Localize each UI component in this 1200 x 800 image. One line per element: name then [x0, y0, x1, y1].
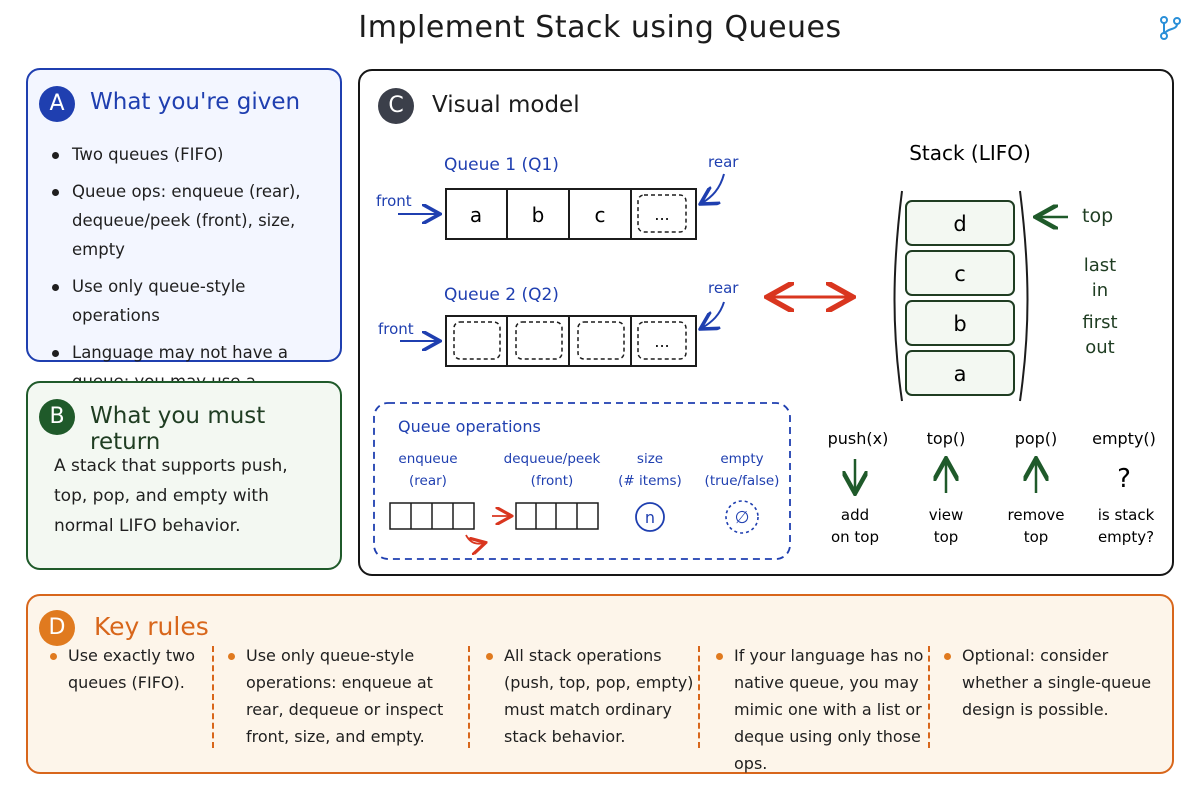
fork-icon[interactable] [1156, 14, 1184, 42]
lifo-word: last [1084, 255, 1116, 276]
op-empty-sub: (true/false) [705, 473, 780, 489]
badge-a: A [39, 86, 75, 122]
size-symbol-circle [635, 502, 665, 532]
stack-op-name: empty() [1092, 429, 1156, 448]
op-dequeue-sub: (front) [531, 473, 574, 489]
stack-box [905, 200, 1015, 396]
op-enqueue-sub: (rear) [409, 473, 447, 489]
rule-divider [928, 646, 930, 748]
return-text: A stack that supports push, top, pop, an… [54, 456, 288, 536]
rule-item: If your language has no native queue, yo… [714, 642, 926, 777]
queue2-box [445, 315, 697, 367]
heading-visual-model: Visual model [432, 92, 580, 118]
stack-op-desc: top [934, 528, 959, 546]
op-size-label: size [637, 451, 663, 467]
empty-symbol-circle [725, 500, 759, 534]
heading-key-rules: Key rules [94, 612, 209, 641]
queue-ops-title: Queue operations [398, 417, 541, 436]
stack-cell: a [954, 362, 967, 386]
stack-op-desc: top [1024, 528, 1049, 546]
stack-op-name: pop() [1015, 429, 1058, 448]
rule-item: Use only queue-style operations: enqueue… [226, 642, 462, 750]
rule-item: Use exactly two queues (FIFO). [48, 642, 198, 696]
queue2-rear-label: rear [708, 279, 739, 297]
queue1-label: Queue 1 (Q1) [444, 155, 559, 175]
stack-op-name: top() [927, 429, 966, 448]
badge-c: C [378, 88, 414, 124]
stack-cell: b [953, 312, 966, 336]
queue1-front-label: front [376, 192, 412, 210]
lifo-word: out [1085, 337, 1114, 358]
stack-top-label: top [1082, 205, 1113, 227]
given-item: Use only queue-style operations [48, 272, 328, 330]
enqueue-mini-queue [389, 502, 475, 530]
op-size-sub: (# items) [618, 473, 682, 489]
stack-op-desc: empty? [1098, 528, 1154, 546]
stack-op-desc: remove [1008, 506, 1065, 524]
heading-given: What you're given [90, 89, 301, 115]
lifo-word: in [1092, 280, 1108, 301]
panel-visual-model: C Visual model Queue 1 (Q1) front rear [358, 69, 1174, 576]
rule-divider [468, 646, 470, 748]
op-enqueue-label: enqueue [398, 451, 457, 467]
empty-symbol: ∅ [735, 508, 750, 528]
queue1-cell: a [470, 203, 482, 227]
panel-return: B What you must return A stack that supp… [26, 381, 342, 570]
dequeue-mini-queue [515, 502, 599, 530]
page-title: Implement Stack using Queues [358, 10, 842, 45]
given-item: Two queues (FIFO) [48, 140, 328, 169]
badge-b: B [39, 399, 75, 435]
stack-op-desc: add [841, 506, 869, 524]
given-item: Queue ops: enqueue (rear), dequeue/peek … [48, 177, 328, 264]
panel-given: A What you're given Two queues (FIFO) Qu… [26, 68, 342, 420]
rule-item: All stack operations (push, top, pop, em… [484, 642, 694, 750]
size-symbol: n [645, 508, 655, 527]
stack-op-desc: view [929, 506, 964, 524]
stack-label: Stack (LIFO) [909, 141, 1031, 165]
rule-divider [212, 646, 214, 748]
stack-op-name: push(x) [828, 429, 889, 448]
queue2-cell: ... [654, 332, 669, 351]
panel-key-rules: D Key rules Use exactly two queues (FIFO… [26, 594, 1174, 774]
heading-return: What you must return [90, 403, 266, 455]
queue1-cell: b [532, 203, 545, 227]
stack-op-desc: is stack [1098, 506, 1155, 524]
op-empty-label: empty [720, 451, 763, 467]
rule-item: Optional: consider whether a single-queu… [942, 642, 1157, 723]
queue2-label: Queue 2 (Q2) [444, 285, 559, 305]
question-mark-icon: ? [1117, 464, 1131, 494]
lifo-word: first [1082, 312, 1117, 333]
queue1-box [445, 188, 697, 240]
queue1-cell: ... [654, 205, 669, 224]
stack-cell: c [954, 262, 966, 286]
queue1-cell: c [595, 203, 606, 227]
rule-divider [698, 646, 700, 748]
queue2-front-label: front [378, 320, 414, 338]
badge-d: D [39, 610, 75, 646]
op-dequeue-label: dequeue/peek [504, 451, 601, 467]
stack-op-desc: on top [831, 528, 879, 546]
given-list: Two queues (FIFO) Queue ops: enqueue (re… [48, 140, 328, 433]
stack-cell: d [953, 212, 966, 236]
queue1-rear-label: rear [708, 153, 739, 171]
visual-model-diagram: Queue 1 (Q1) front rear a b c ... Queue … [373, 141, 1156, 560]
queue-ops-box [373, 402, 791, 560]
